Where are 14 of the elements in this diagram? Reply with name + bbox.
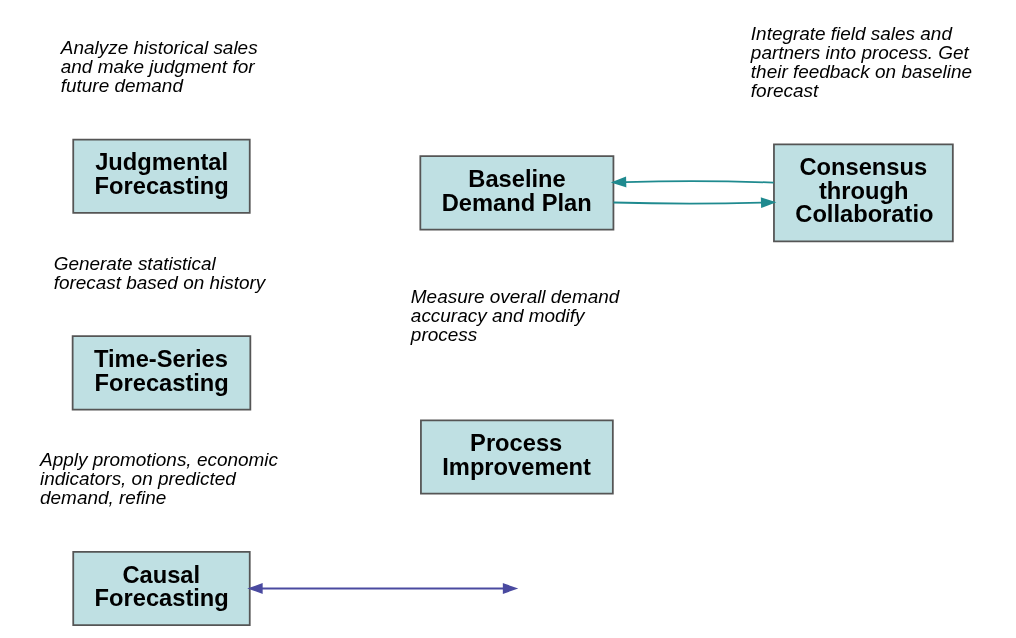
node-label: Integrate field sales and partners into process. Get their feedback on baseline forecast: [750, 22, 972, 101]
node-box: Baseline Demand Plan: [419, 155, 615, 231]
node-label: Analyze historical sales and make judgment for future demand: [60, 36, 258, 96]
arrow: [610, 176, 775, 188]
node-label: Apply promotions, economic indicators, on predicted demand, refine: [40, 449, 278, 509]
node-box: Causal Forecasting: [72, 550, 251, 627]
arrow: [612, 197, 777, 209]
node-box: Judgmental Forecasting: [72, 138, 251, 214]
node-box: Time-Series Forecasting: [71, 335, 252, 411]
node-label: Generate statistical forecast based on history: [53, 252, 266, 293]
node-box: Process Improvement: [420, 419, 614, 495]
arrow: [247, 583, 519, 594]
node-label: Measure overall demand accuracy and modify process: [410, 285, 620, 345]
node-box: Consensus through Collaboratio: [773, 143, 954, 243]
